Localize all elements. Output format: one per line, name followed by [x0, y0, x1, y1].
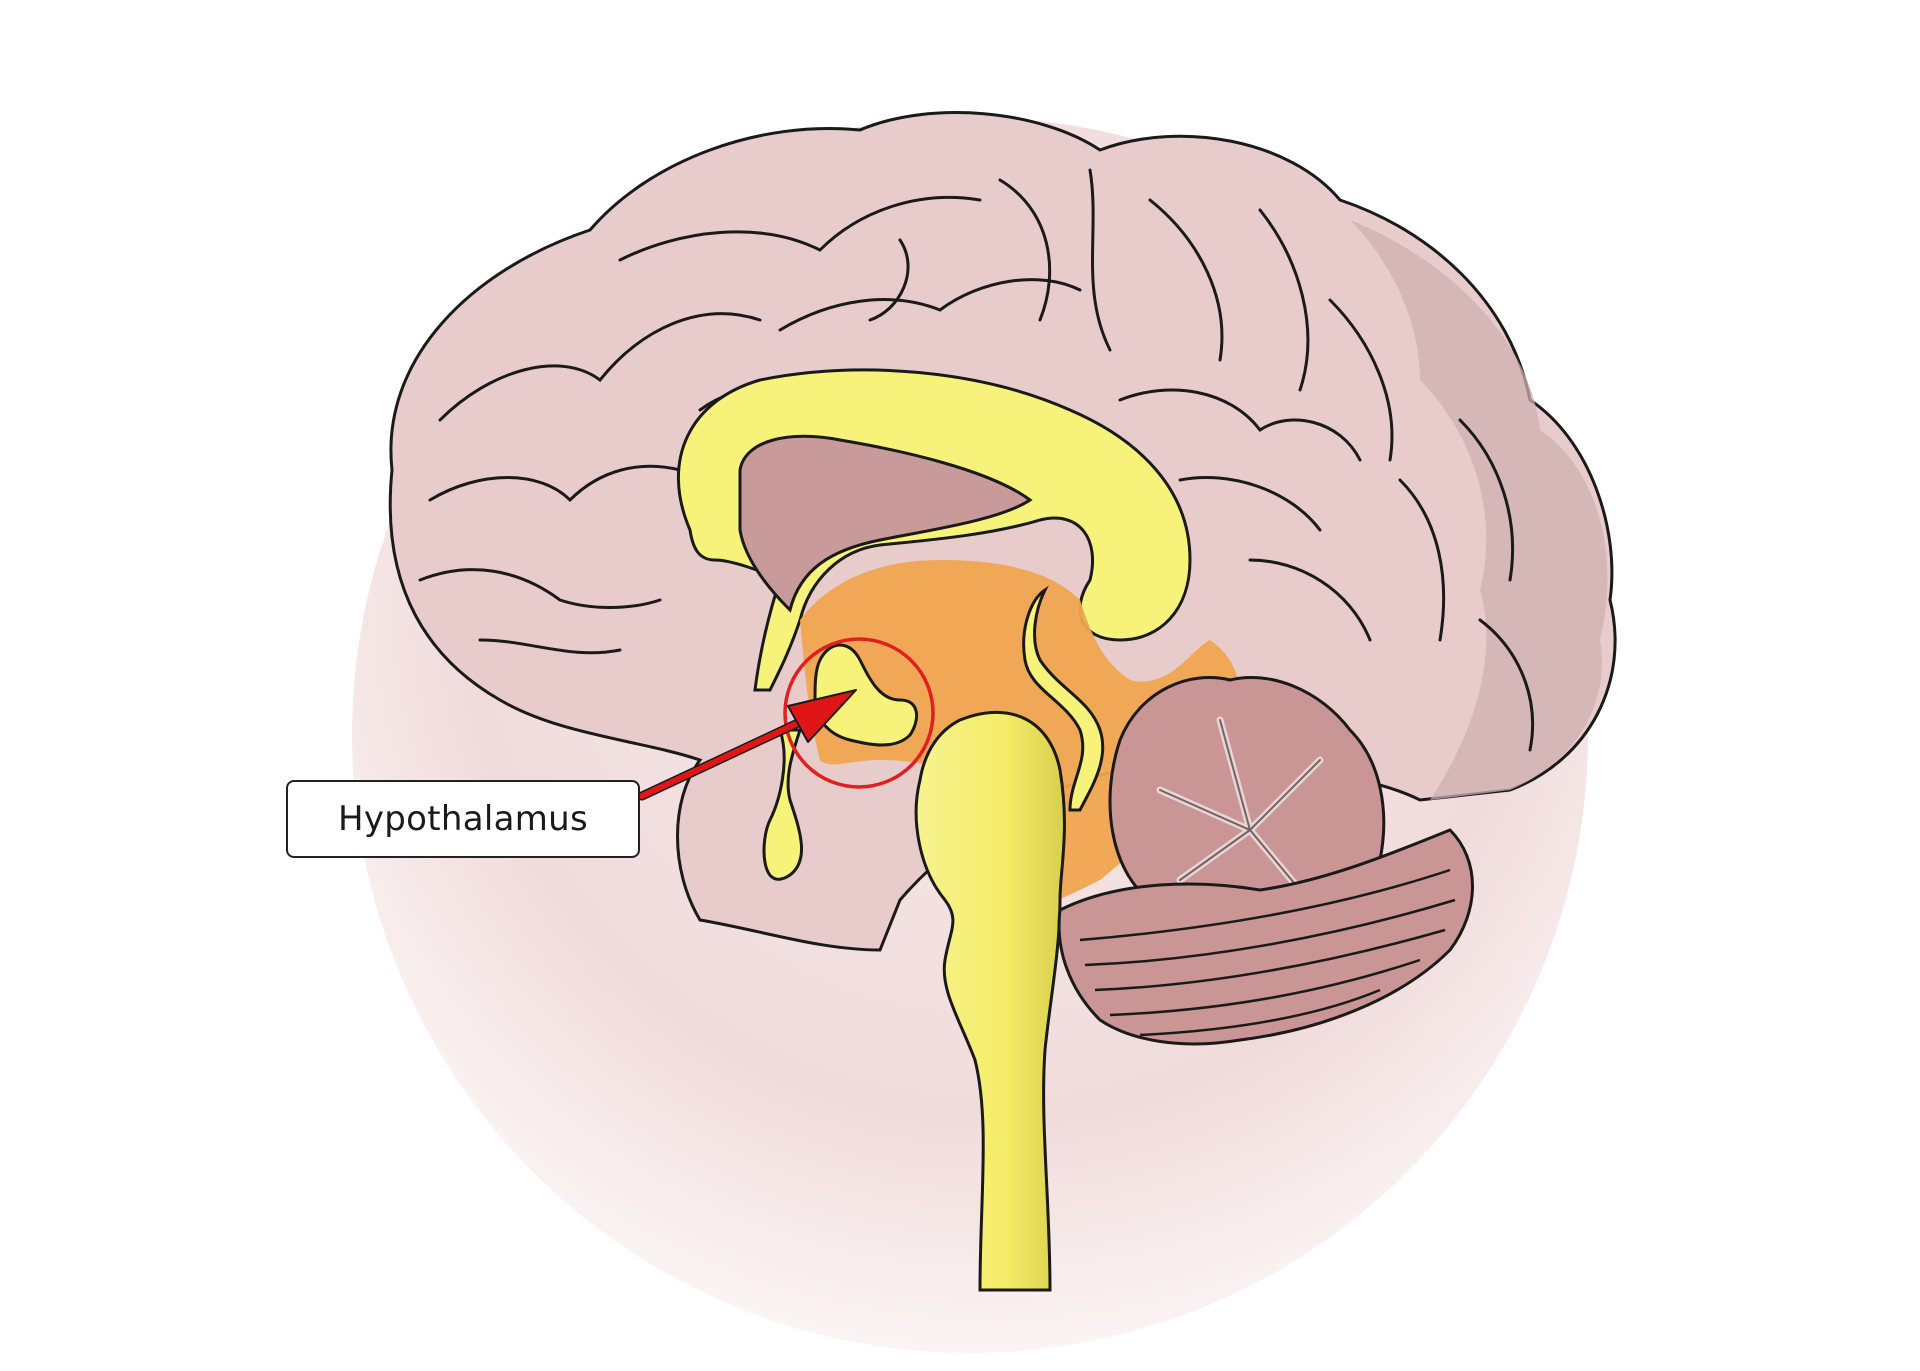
hypothalamus-label: Hypothalamus: [338, 799, 588, 839]
hypothalamus-label-box: Hypothalamus: [286, 780, 640, 858]
